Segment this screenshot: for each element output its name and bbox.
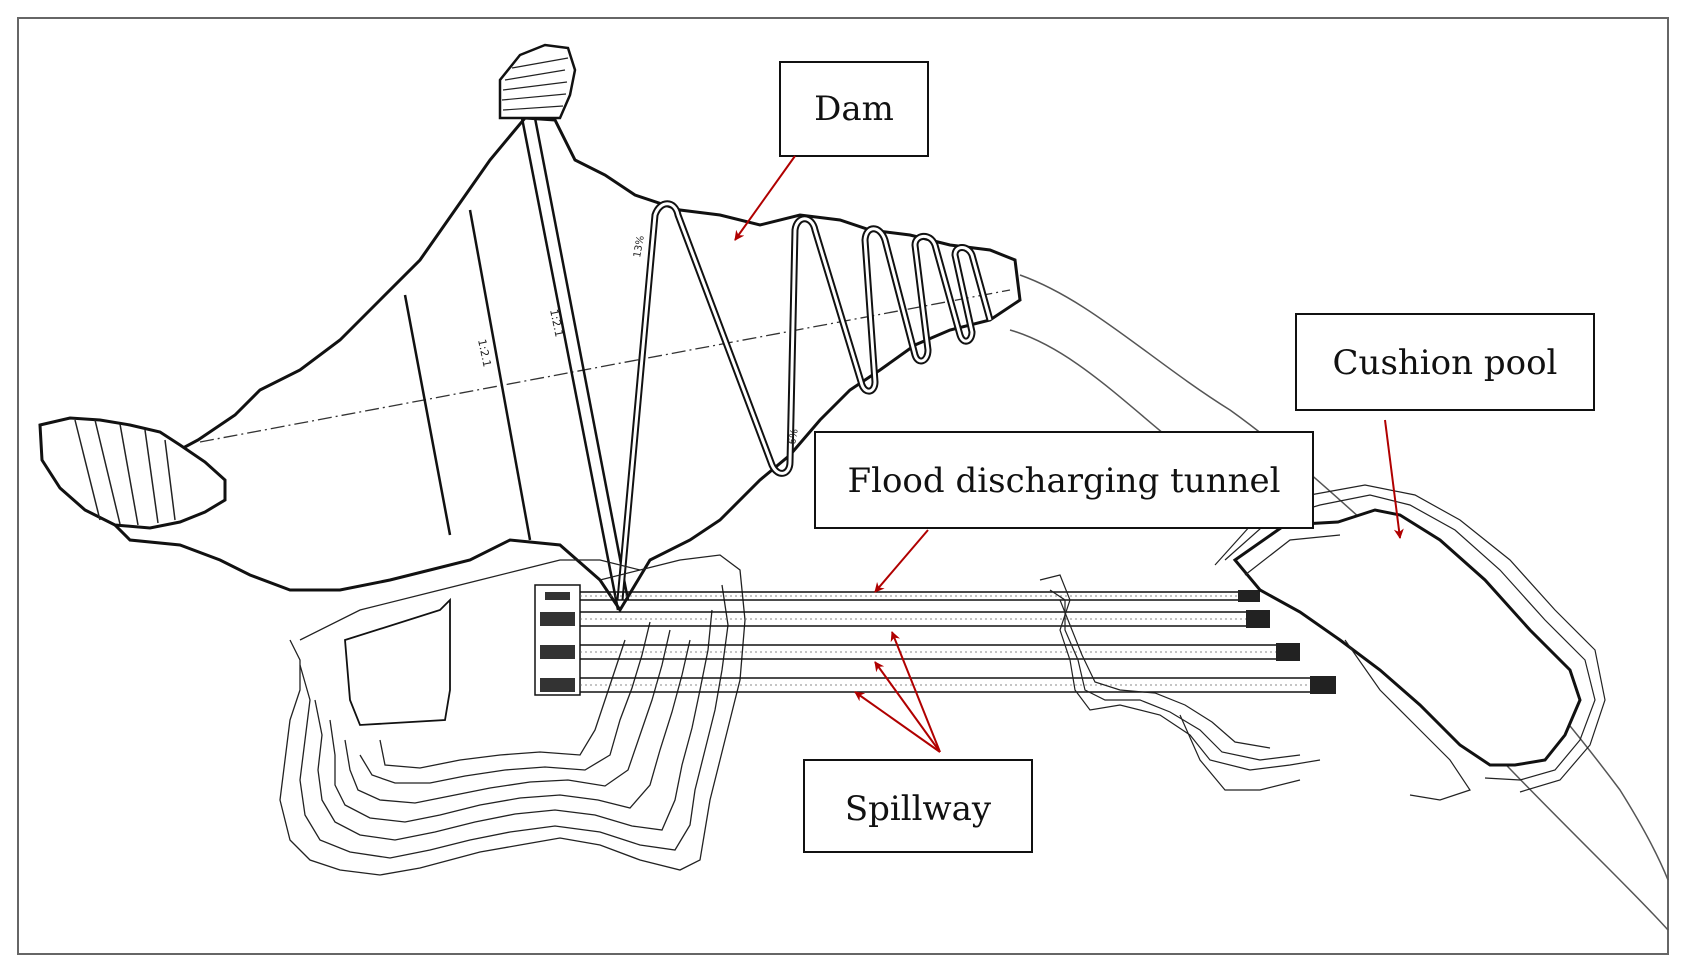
cushion-pool-callout-box — [1295, 313, 1595, 411]
outlet-excavation-contours — [1039, 574, 1321, 791]
discharge-tunnels — [580, 591, 1320, 693]
dam-body — [108, 116, 1022, 613]
diagram-border — [17, 17, 1669, 955]
intake-building — [344, 597, 451, 726]
slope-mark-3: 13% — [632, 235, 647, 259]
cushion-pool-outline — [1232, 508, 1582, 767]
flood-tunnel-callout-box — [814, 431, 1314, 529]
gate-blocks — [540, 592, 575, 692]
cushion-pool-arrow — [1384, 419, 1404, 539]
dam-label: Dam — [814, 89, 894, 129]
intake-excavation-contours — [279, 554, 746, 876]
spillway-callout-box — [803, 759, 1033, 853]
dam-top-knob — [498, 43, 577, 120]
tunnel-outlets — [1238, 590, 1336, 694]
cushion-pool-label: Cushion pool — [1333, 343, 1558, 383]
flood-tunnel-label: Flood discharging tunnel — [848, 461, 1281, 501]
dam-slope-lines — [403, 117, 630, 611]
spillway-arrow-2 — [874, 661, 941, 753]
lobe-hatch — [74, 419, 176, 526]
dam-arrow — [734, 155, 796, 241]
tunnel-centerlines — [580, 595, 1320, 686]
spillway-arrow-3 — [854, 691, 941, 753]
zigzag-road-inner — [618, 202, 992, 601]
slope-mark-4: 6% — [787, 428, 801, 446]
dam-callout-box — [779, 61, 929, 157]
gate-chamber — [534, 584, 581, 696]
spillway-arrow-1 — [890, 631, 941, 753]
callout-arrows — [734, 155, 1404, 753]
spillway-label: Spillway — [845, 789, 992, 829]
left-abutment-lobe — [38, 416, 227, 530]
flood-tunnel-arrow — [874, 529, 929, 593]
dam-axis-line — [199, 289, 1011, 443]
slope-mark-1: 1:2.1 — [475, 338, 494, 368]
knob-hatch — [501, 57, 569, 111]
slope-mark-2: 1:2.1 — [547, 308, 566, 338]
